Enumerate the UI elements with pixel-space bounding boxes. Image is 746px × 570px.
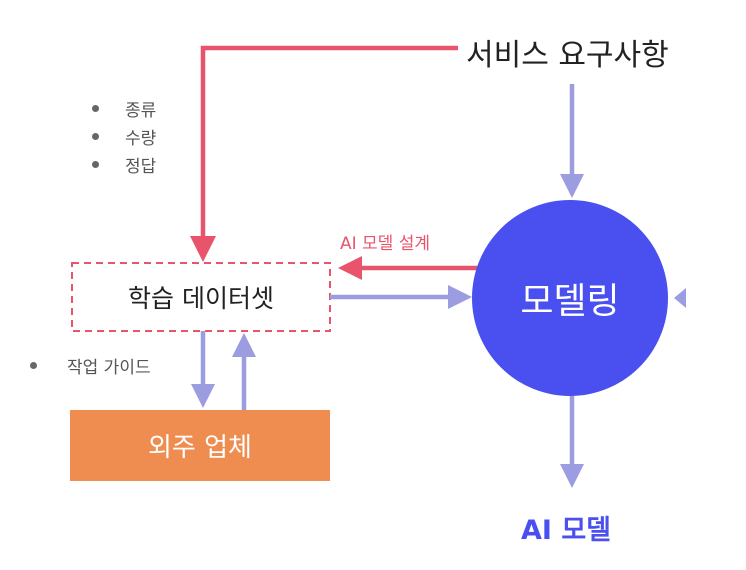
ai-model-label: AI 모델 — [521, 515, 612, 546]
requirement-bullet-item: 종류 — [92, 96, 156, 121]
bullet-dot — [92, 105, 99, 112]
requirement-bullet-text: 수량 — [125, 129, 157, 149]
requirement-bullet-text: 종류 — [125, 101, 157, 121]
modeling-label: 모델링 — [520, 281, 620, 322]
vendor-bullet-item: 작업 가이드 — [30, 353, 151, 378]
requirements-to-dataset-arrowhead — [190, 236, 216, 262]
modeling-to-dataset-arrowhead — [338, 256, 362, 280]
modeling-circle — [472, 200, 668, 396]
training-dataset-label: 학습 데이터셋 — [128, 284, 274, 313]
bullet-dot — [30, 362, 37, 369]
vendor-to-dataset-arrowhead — [232, 333, 256, 357]
bullet-dot — [92, 161, 99, 168]
requirements-to-dataset-arrow — [200, 45, 458, 236]
modeling-to-ai-model-arrowhead — [560, 464, 584, 488]
ai-model-design-label: AI 모델 설계 — [340, 234, 431, 254]
requirement-bullet-item: 정답 — [92, 152, 156, 177]
bullet-dot — [92, 133, 99, 140]
dataset-to-modeling-arrowhead — [448, 285, 472, 309]
outsourcing-vendor-box — [70, 410, 330, 481]
requirements-to-modeling-arrowhead — [560, 174, 584, 198]
requirement-bullet-item: 수량 — [92, 124, 156, 149]
requirement-bullet-text: 정답 — [125, 157, 157, 177]
service-requirements-label: 서비스 요구사항 — [466, 38, 669, 73]
dataset-to-vendor-arrowhead — [191, 384, 215, 408]
vendor-bullet-text: 작업 가이드 — [67, 358, 151, 378]
right-input-arrowhead — [674, 288, 686, 308]
outsourcing-vendor-label: 외주 업체 — [148, 433, 252, 463]
